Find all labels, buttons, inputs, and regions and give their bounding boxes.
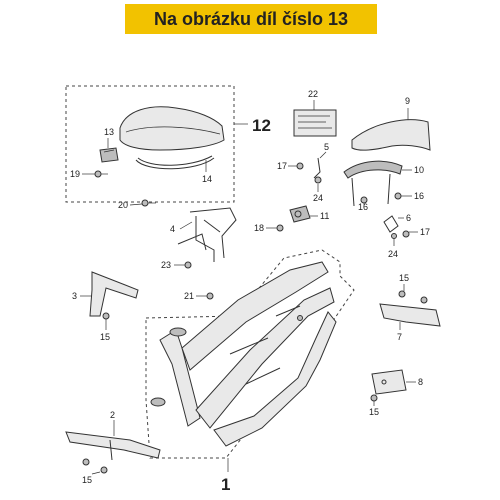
bolt-20	[141, 199, 156, 207]
rear-cover	[351, 119, 431, 151]
leader-20	[129, 203, 143, 206]
frame-group-outline	[145, 249, 355, 459]
engine-bracket	[89, 271, 139, 317]
callout-19: 19	[70, 169, 80, 179]
callout-6: 6	[406, 213, 411, 223]
stand-bracket	[65, 431, 161, 461]
bracket-5	[313, 157, 322, 184]
callout-18: 18	[254, 223, 264, 233]
seat	[119, 106, 225, 151]
plate-8	[371, 369, 407, 395]
callout-17b: 17	[420, 227, 430, 237]
grab-rail	[343, 160, 403, 207]
callout-10: 10	[414, 165, 424, 175]
main-frame	[150, 261, 337, 447]
bolt-15d	[370, 394, 378, 402]
callout-16b: 16	[358, 202, 368, 212]
callout-16a: 16	[414, 191, 424, 201]
callout-3: 3	[72, 291, 77, 301]
callout-14: 14	[202, 174, 212, 184]
bolt-19	[94, 170, 108, 178]
label-sticker	[293, 109, 337, 137]
bolt-15b	[82, 458, 90, 466]
callout-24b: 24	[388, 249, 398, 259]
bracket-7	[379, 290, 441, 327]
bolt-17a	[296, 162, 304, 170]
bolt-15a	[102, 312, 110, 320]
callout-15b: 15	[82, 475, 92, 485]
callout-21: 21	[184, 291, 194, 301]
seat-hinge	[99, 147, 119, 163]
callout-24a: 24	[313, 193, 323, 203]
callout-4: 4	[170, 224, 175, 234]
callout-12: 12	[252, 116, 271, 135]
callout-17a: 17	[277, 161, 287, 171]
seat-lock	[289, 205, 311, 223]
callout-15c: 15	[399, 273, 409, 283]
seat-cable	[137, 155, 213, 166]
callout-2: 2	[110, 410, 115, 420]
callout-13: 13	[104, 127, 114, 137]
bolt-18	[276, 224, 284, 232]
callout-15a: 15	[100, 332, 110, 342]
carrier-bracket	[177, 207, 237, 262]
title-banner: Na obrázku díl číslo 13	[125, 4, 377, 34]
callout-1: 1	[221, 475, 230, 494]
seat-cable-outer	[135, 157, 215, 170]
bolt-23	[184, 261, 192, 269]
callout-11: 11	[320, 211, 329, 221]
bolt-15b-2	[100, 466, 108, 474]
callout-9: 9	[405, 96, 410, 106]
callout-20: 20	[118, 200, 128, 210]
bolt-15e	[297, 315, 303, 321]
callout-22: 22	[308, 89, 318, 99]
leader-4	[179, 221, 193, 230]
bolt-21	[206, 292, 214, 300]
seat-group-box	[65, 85, 235, 203]
leader-5	[319, 151, 327, 159]
callout-7: 7	[397, 332, 402, 342]
bracket-6	[383, 215, 410, 239]
leader-15b	[91, 471, 101, 475]
callout-23: 23	[161, 260, 171, 270]
callout-15d: 15	[369, 407, 379, 417]
bolt-16a	[394, 192, 402, 200]
callout-5: 5	[324, 142, 329, 152]
callout-8: 8	[418, 377, 423, 387]
